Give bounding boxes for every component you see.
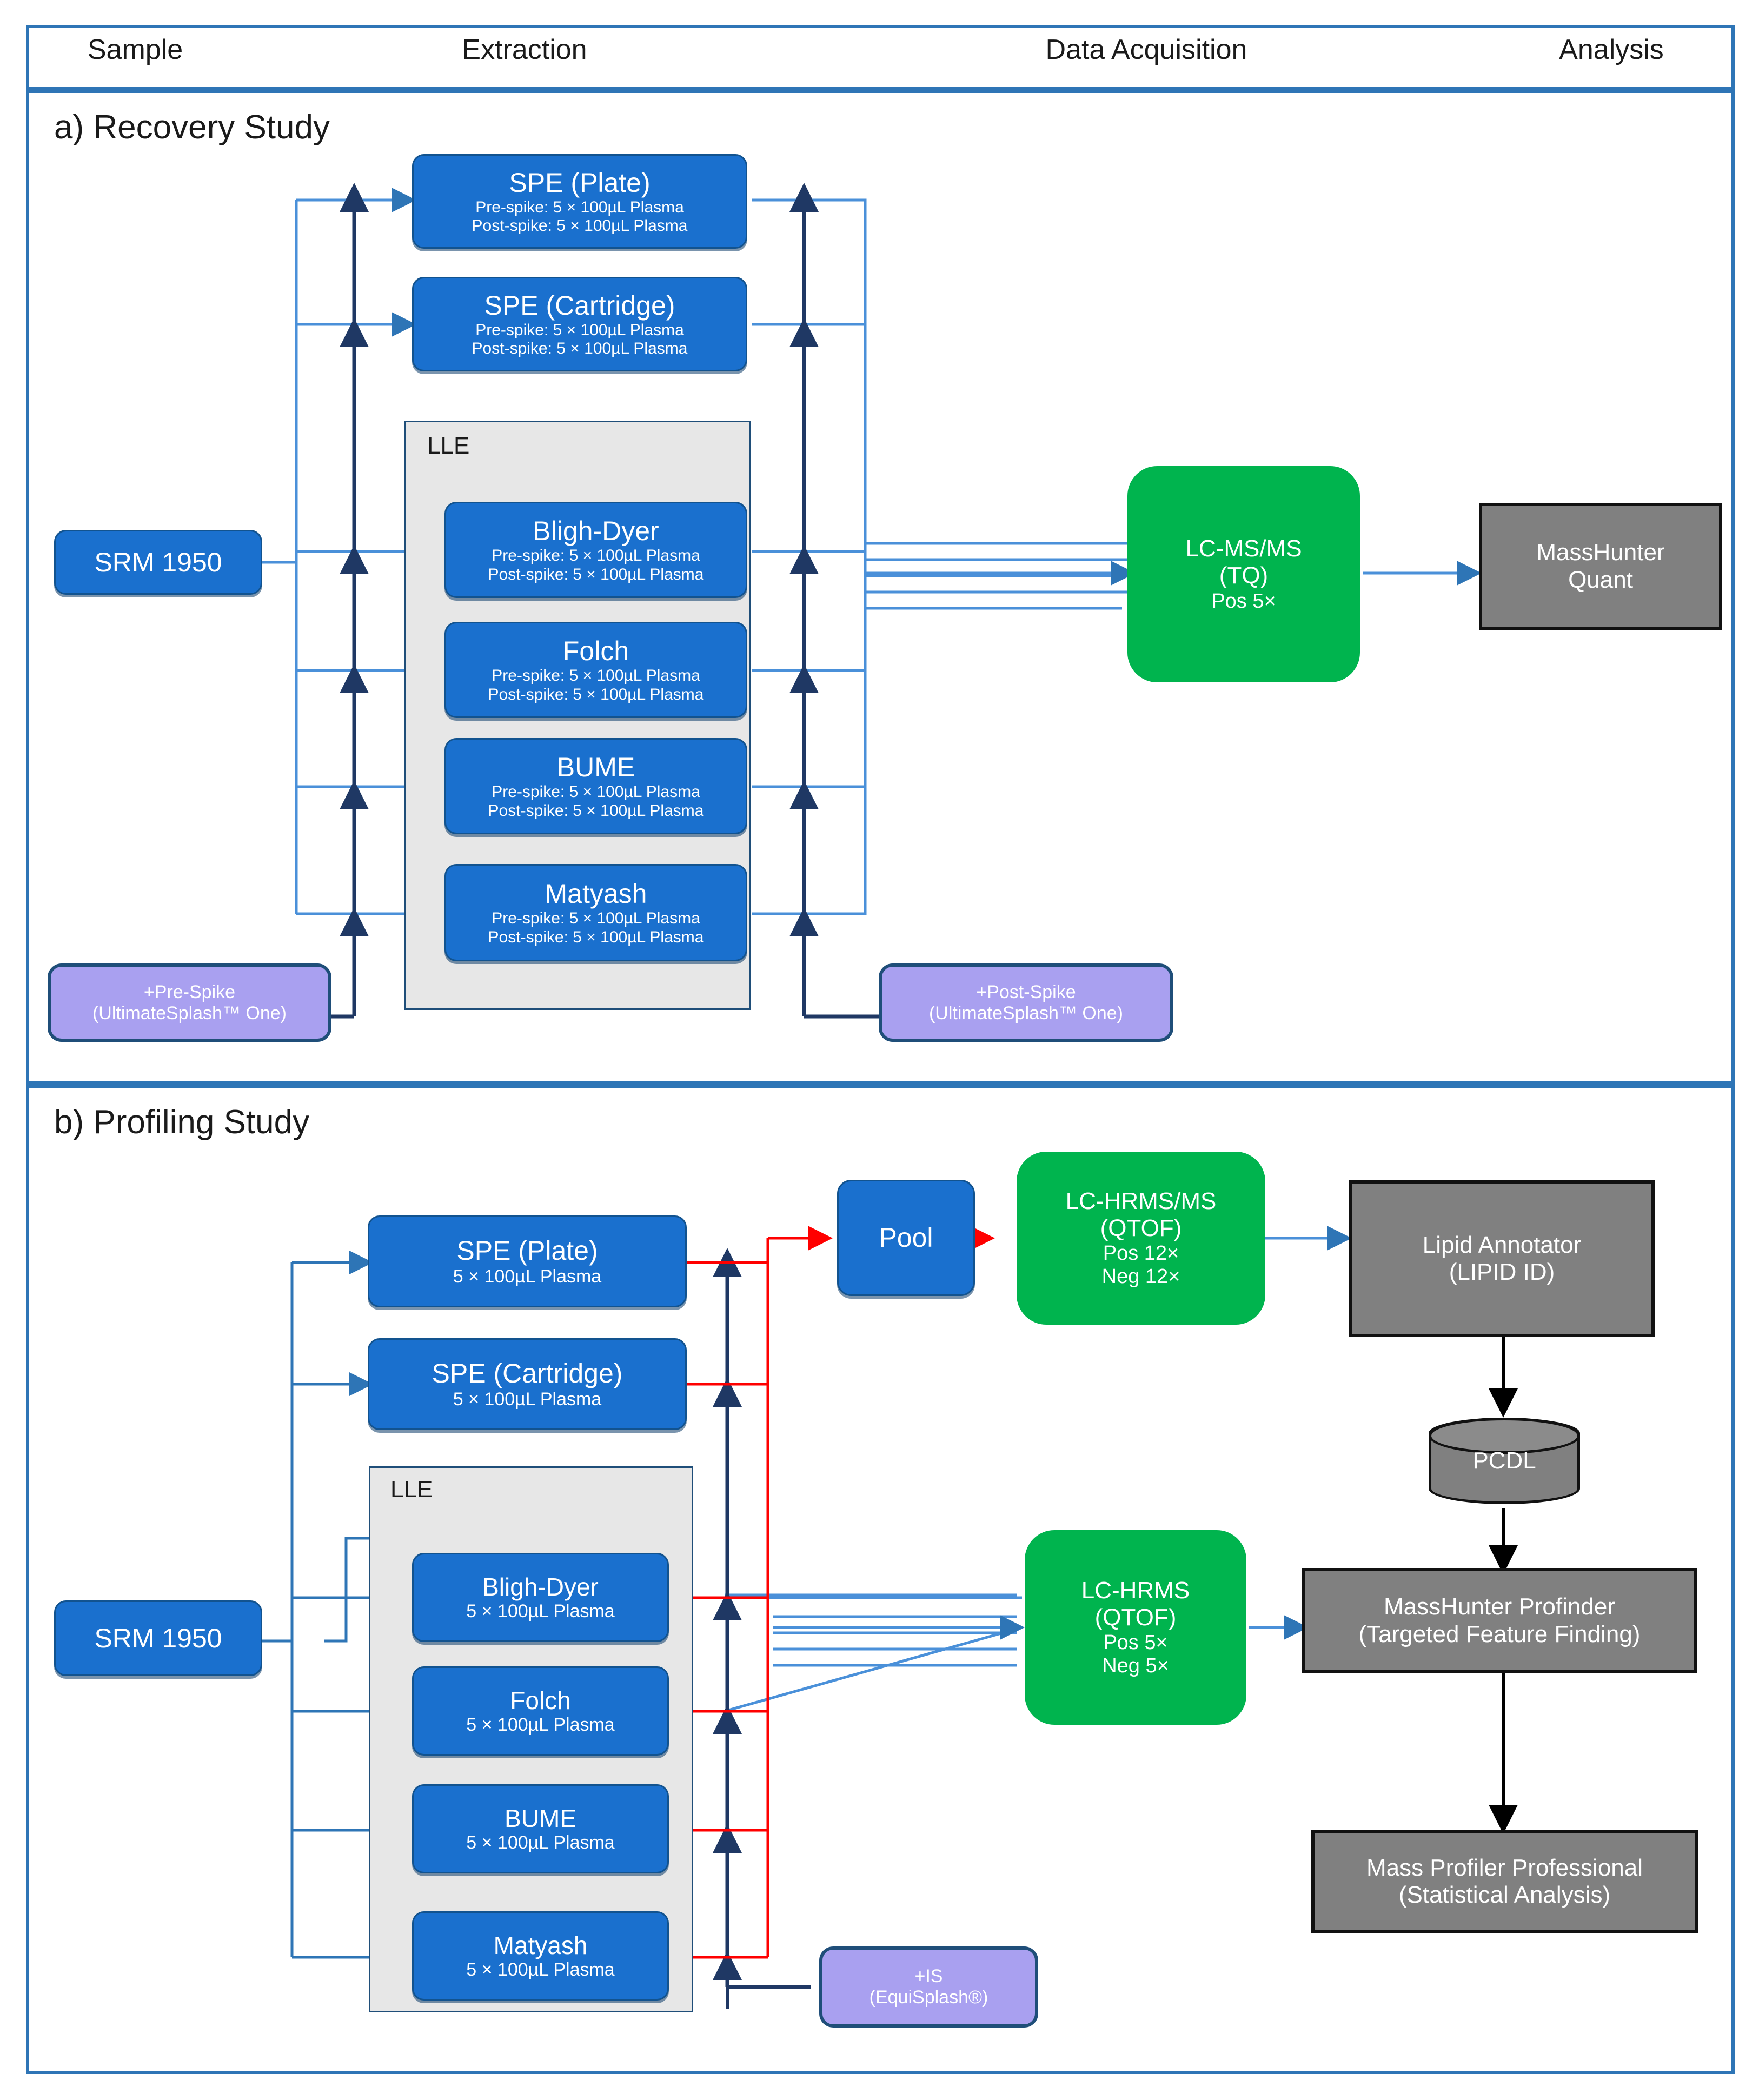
node-masshunter-profinder[interactable]: MassHunter Profinder (Targeted Feature F…	[1302, 1568, 1697, 1673]
node-spe-cartridge-a[interactable]: SPE (Cartridge) Pre-spike: 5 × 100µL Pla…	[412, 277, 747, 371]
node-is-reagent[interactable]: +IS (EquiSplash®)	[819, 1946, 1038, 2028]
section-b-title: b) Profiling Study	[54, 1104, 310, 1141]
node-pre-spike-reagent[interactable]: +Pre-Spike (UltimateSplash™ One)	[48, 963, 331, 1042]
node-srm-1950-b[interactable]: SRM 1950	[54, 1600, 262, 1676]
node-lc-msms-tq[interactable]: LC-MS/MS (TQ) Pos 5×	[1127, 466, 1360, 682]
node-bume-b[interactable]: BUME 5 × 100µL Plasma	[412, 1784, 669, 1873]
node-line-2: (Targeted Feature Finding)	[1358, 1620, 1641, 1647]
node-post-spike: Post-spike: 5 × 100µL Plasma	[472, 340, 688, 357]
column-header-analysis: Analysis	[1559, 34, 1664, 65]
node-line-1: +Pre-Spike	[143, 981, 236, 1002]
node-post-spike: Post-spike: 5 × 100µL Plasma	[488, 565, 704, 583]
node-pre-spike: Pre-spike: 5 × 100µL Plasma	[492, 909, 700, 928]
node-post-spike: Post-spike: 5 × 100µL Plasma	[488, 928, 704, 946]
node-line-3: Pos 5×	[1103, 1631, 1168, 1654]
node-line-2: (Statistical Analysis)	[1398, 1882, 1611, 1908]
node-lc-hrms-qtof[interactable]: LC-HRMS (QTOF) Pos 5× Neg 5×	[1025, 1530, 1246, 1725]
node-pool[interactable]: Pool	[837, 1180, 975, 1296]
node-line-1: MassHunter	[1536, 539, 1665, 566]
node-label: SRM 1950	[94, 547, 222, 577]
node-sub: 5 × 100µL Plasma	[466, 1601, 615, 1622]
node-title: SPE (Plate)	[509, 167, 651, 198]
node-line-1: +IS	[914, 1966, 943, 1987]
node-sub: 5 × 100µL Plasma	[466, 1959, 615, 1981]
node-line-1: +Post-Spike	[976, 981, 1076, 1002]
node-line-4: Neg 5×	[1102, 1654, 1169, 1678]
node-title: BUME	[556, 752, 635, 783]
lle-label-a: LLE	[427, 433, 470, 459]
node-spe-plate-a[interactable]: SPE (Plate) Pre-spike: 5 × 100µL Plasma …	[412, 154, 747, 249]
node-post-spike-reagent[interactable]: +Post-Spike (UltimateSplash™ One)	[879, 963, 1173, 1042]
node-title: SPE (Cartridge)	[484, 290, 675, 321]
node-title: Matyash	[493, 1931, 588, 1959]
node-title: Folch	[562, 636, 629, 667]
node-pre-spike: Pre-spike: 5 × 100µL Plasma	[475, 321, 684, 339]
node-line-2: (LIPID ID)	[1449, 1259, 1555, 1285]
node-label: Pool	[879, 1222, 933, 1253]
node-line-2: (QTOF)	[1100, 1214, 1182, 1241]
node-line-2: Quant	[1568, 566, 1633, 593]
node-line-3: Pos 12×	[1103, 1241, 1179, 1265]
node-label: PCDL	[1472, 1447, 1536, 1474]
node-line-2: (UltimateSplash™ One)	[92, 1002, 287, 1024]
node-line-1: MassHunter Profinder	[1384, 1593, 1615, 1620]
node-post-spike: Post-spike: 5 × 100µL Plasma	[488, 685, 704, 703]
node-lc-hrms-ms-qtof[interactable]: LC-HRMS/MS (QTOF) Pos 12× Neg 12×	[1017, 1152, 1265, 1325]
node-pre-spike: Pre-spike: 5 × 100µL Plasma	[475, 198, 684, 216]
node-line-4: Neg 12×	[1101, 1265, 1180, 1288]
node-lipid-annotator[interactable]: Lipid Annotator (LIPID ID)	[1349, 1180, 1655, 1337]
node-line-1: Mass Profiler Professional	[1366, 1854, 1643, 1881]
node-post-spike: Post-spike: 5 × 100µL Plasma	[488, 801, 704, 820]
node-sub: 5 × 100µL Plasma	[453, 1389, 602, 1410]
node-title: Folch	[510, 1686, 571, 1714]
node-spe-cartridge-b[interactable]: SPE (Cartridge) 5 × 100µL Plasma	[368, 1338, 687, 1430]
node-title: SPE (Plate)	[456, 1235, 598, 1266]
section-a-title: a) Recovery Study	[54, 109, 330, 146]
node-line-2: (TQ)	[1219, 562, 1269, 589]
node-title: Bligh-Dyer	[482, 1572, 599, 1601]
node-line-2: (QTOF)	[1094, 1604, 1177, 1631]
node-pre-spike: Pre-spike: 5 × 100µL Plasma	[492, 783, 700, 801]
node-matyash-a[interactable]: Matyash Pre-spike: 5 × 100µL Plasma Post…	[444, 864, 747, 961]
node-bligh-dyer-a[interactable]: Bligh-Dyer Pre-spike: 5 × 100µL Plasma P…	[444, 502, 747, 598]
node-post-spike: Post-spike: 5 × 100µL Plasma	[472, 217, 688, 235]
column-header-data-acquisition: Data Acquisition	[1045, 34, 1247, 65]
node-matyash-b[interactable]: Matyash 5 × 100µL Plasma	[412, 1911, 669, 2001]
node-spe-plate-b[interactable]: SPE (Plate) 5 × 100µL Plasma	[368, 1215, 687, 1307]
node-label: SRM 1950	[94, 1623, 222, 1653]
header-frame	[26, 25, 1735, 90]
section-a-frame	[26, 90, 1735, 1085]
column-header-sample: Sample	[87, 34, 183, 65]
node-line-1: LC-HRMS	[1081, 1577, 1190, 1604]
node-folch-b[interactable]: Folch 5 × 100µL Plasma	[412, 1666, 669, 1756]
node-sub: 5 × 100µL Plasma	[453, 1266, 602, 1287]
node-title: Bligh-Dyer	[533, 516, 659, 547]
section-b-frame	[26, 1085, 1735, 2074]
node-line-1: LC-HRMS/MS	[1065, 1187, 1217, 1214]
node-line-2: (EquiSplash®)	[869, 1987, 988, 2008]
node-mass-profiler-professional[interactable]: Mass Profiler Professional (Statistical …	[1311, 1830, 1698, 1933]
node-pre-spike: Pre-spike: 5 × 100µL Plasma	[492, 547, 700, 565]
node-sub: 5 × 100µL Plasma	[466, 1714, 615, 1736]
column-header-extraction: Extraction	[462, 34, 587, 65]
lle-label-b: LLE	[390, 1476, 433, 1503]
node-pcdl-database[interactable]: PCDL	[1429, 1418, 1580, 1504]
node-masshunter-quant[interactable]: MassHunter Quant	[1479, 503, 1722, 630]
node-bume-a[interactable]: BUME Pre-spike: 5 × 100µL Plasma Post-sp…	[444, 738, 747, 834]
node-folch-a[interactable]: Folch Pre-spike: 5 × 100µL Plasma Post-s…	[444, 622, 747, 718]
node-line-2: (UltimateSplash™ One)	[928, 1002, 1123, 1024]
node-line-1: Lipid Annotator	[1422, 1231, 1582, 1258]
node-line-3: Pos 5×	[1211, 589, 1276, 613]
node-sub: 5 × 100µL Plasma	[466, 1832, 615, 1853]
node-line-1: LC-MS/MS	[1185, 535, 1302, 562]
node-srm-1950-a[interactable]: SRM 1950	[54, 530, 262, 595]
node-pre-spike: Pre-spike: 5 × 100µL Plasma	[492, 667, 700, 685]
node-title: Matyash	[545, 879, 647, 909]
node-title: BUME	[505, 1804, 576, 1832]
node-title: SPE (Cartridge)	[432, 1358, 623, 1389]
node-bligh-dyer-b[interactable]: Bligh-Dyer 5 × 100µL Plasma	[412, 1553, 669, 1642]
